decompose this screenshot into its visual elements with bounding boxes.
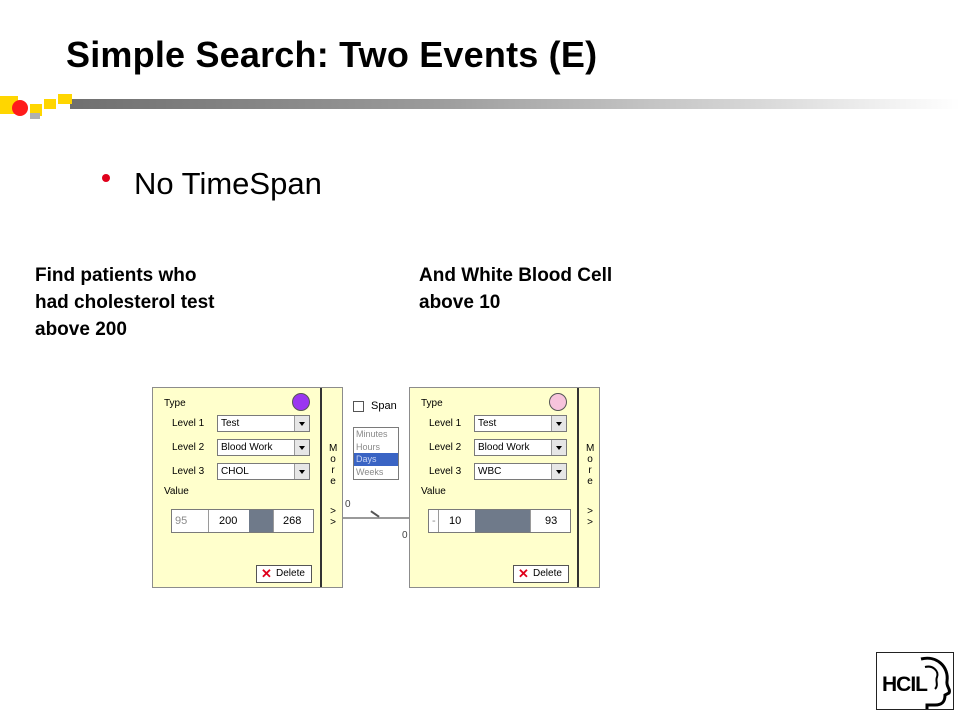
delete-label: Delete	[533, 568, 562, 579]
level1-label: Level 1	[429, 418, 462, 429]
hcil-logo-text: HCIL	[882, 673, 928, 696]
hcil-logo: HCIL	[876, 652, 954, 710]
level3-label: Level 3	[429, 466, 462, 477]
event-color-dot[interactable]	[549, 393, 567, 411]
delete-button[interactable]: ✕ Delete	[513, 565, 569, 583]
range-slider-thumb[interactable]	[475, 510, 530, 532]
delete-x-icon: ✕	[261, 566, 272, 581]
unit-option-hours[interactable]: Hours	[356, 441, 381, 452]
range-min-value: -	[432, 515, 436, 527]
unit-option-days[interactable]: Days	[354, 453, 398, 466]
value-label: Value	[164, 486, 189, 497]
event-color-dot[interactable]	[292, 393, 310, 411]
value-range-slider[interactable]: 95 200 268	[171, 509, 314, 533]
range-divider	[530, 510, 531, 532]
event-panel-right: Type Level 1 Test Level 2 Blood Work Lev…	[409, 387, 600, 588]
title-underline-bar	[70, 99, 960, 109]
delete-x-icon: ✕	[518, 566, 529, 581]
caption-right: And White Blood Cell above 10	[419, 265, 613, 313]
bullet-text: No TimeSpan	[134, 166, 322, 201]
span-label: Span	[371, 400, 397, 412]
range-low-value: 200	[219, 515, 238, 527]
time-unit-list[interactable]: Minutes Hours Days Weeks	[353, 427, 399, 480]
decor-red-dot	[12, 100, 28, 116]
chevron-down-icon[interactable]	[294, 464, 309, 479]
more-button[interactable]: M o r e > >	[577, 388, 599, 587]
level3-value: CHOL	[221, 466, 249, 477]
decor-yellow-square	[58, 94, 72, 104]
more-label: M o r e	[586, 443, 595, 487]
range-slider-thumb[interactable]	[249, 510, 273, 532]
delete-button[interactable]: ✕ Delete	[256, 565, 312, 583]
level1-value: Test	[221, 418, 240, 429]
level3-value: WBC	[478, 466, 502, 477]
level2-label: Level 2	[172, 442, 205, 453]
value-range-slider[interactable]: - 10 93	[428, 509, 571, 533]
chevron-down-icon[interactable]	[294, 440, 309, 455]
level1-value: Test	[478, 418, 497, 429]
level3-select[interactable]: CHOL	[217, 463, 310, 480]
slide-title: Simple Search: Two Events (E)	[66, 34, 598, 75]
level3-label: Level 3	[172, 466, 205, 477]
delete-label: Delete	[276, 568, 305, 579]
level2-select[interactable]: Blood Work	[474, 439, 567, 456]
more-label: M o r e	[329, 443, 338, 487]
range-divider	[273, 510, 274, 532]
level3-select[interactable]: WBC	[474, 463, 567, 480]
chevron-down-icon[interactable]	[551, 464, 566, 479]
value-label: Value	[421, 486, 446, 497]
range-high-value: 93	[545, 515, 558, 527]
connector-label-top: 0	[345, 499, 351, 510]
type-label: Type	[164, 398, 186, 409]
expand-arrows-icon: > >	[330, 506, 336, 528]
range-high-value: 268	[283, 515, 302, 527]
level1-select[interactable]: Test	[217, 415, 310, 432]
level2-value: Blood Work	[478, 442, 530, 453]
range-divider	[438, 510, 439, 532]
unit-option-weeks[interactable]: Weeks	[356, 466, 384, 477]
head-profile-icon	[920, 656, 951, 709]
event-panel-left: Type Level 1 Test Level 2 Blood Work Lev…	[152, 387, 343, 588]
bullet-dot	[102, 174, 110, 182]
more-button[interactable]: M o r e > >	[320, 388, 342, 587]
chevron-down-icon[interactable]	[551, 416, 566, 431]
type-label: Type	[421, 398, 443, 409]
range-low-value: 10	[449, 515, 462, 527]
connector-label-bottom: 0	[402, 530, 408, 541]
range-min-value: 95	[175, 515, 188, 527]
event-connector-line	[343, 517, 410, 519]
span-checkbox[interactable]	[353, 401, 364, 412]
decor-gray-square	[30, 113, 40, 119]
level1-label: Level 1	[172, 418, 205, 429]
decor-yellow-square	[44, 99, 56, 109]
level1-select[interactable]: Test	[474, 415, 567, 432]
caption-left: Find patients who had cholesterol test a…	[35, 265, 215, 340]
range-divider	[208, 510, 209, 532]
level2-select[interactable]: Blood Work	[217, 439, 310, 456]
level2-label: Level 2	[429, 442, 462, 453]
chevron-down-icon[interactable]	[551, 440, 566, 455]
level2-value: Blood Work	[221, 442, 273, 453]
expand-arrows-icon: > >	[587, 506, 593, 528]
chevron-down-icon[interactable]	[294, 416, 309, 431]
unit-option-minutes[interactable]: Minutes	[356, 429, 388, 439]
